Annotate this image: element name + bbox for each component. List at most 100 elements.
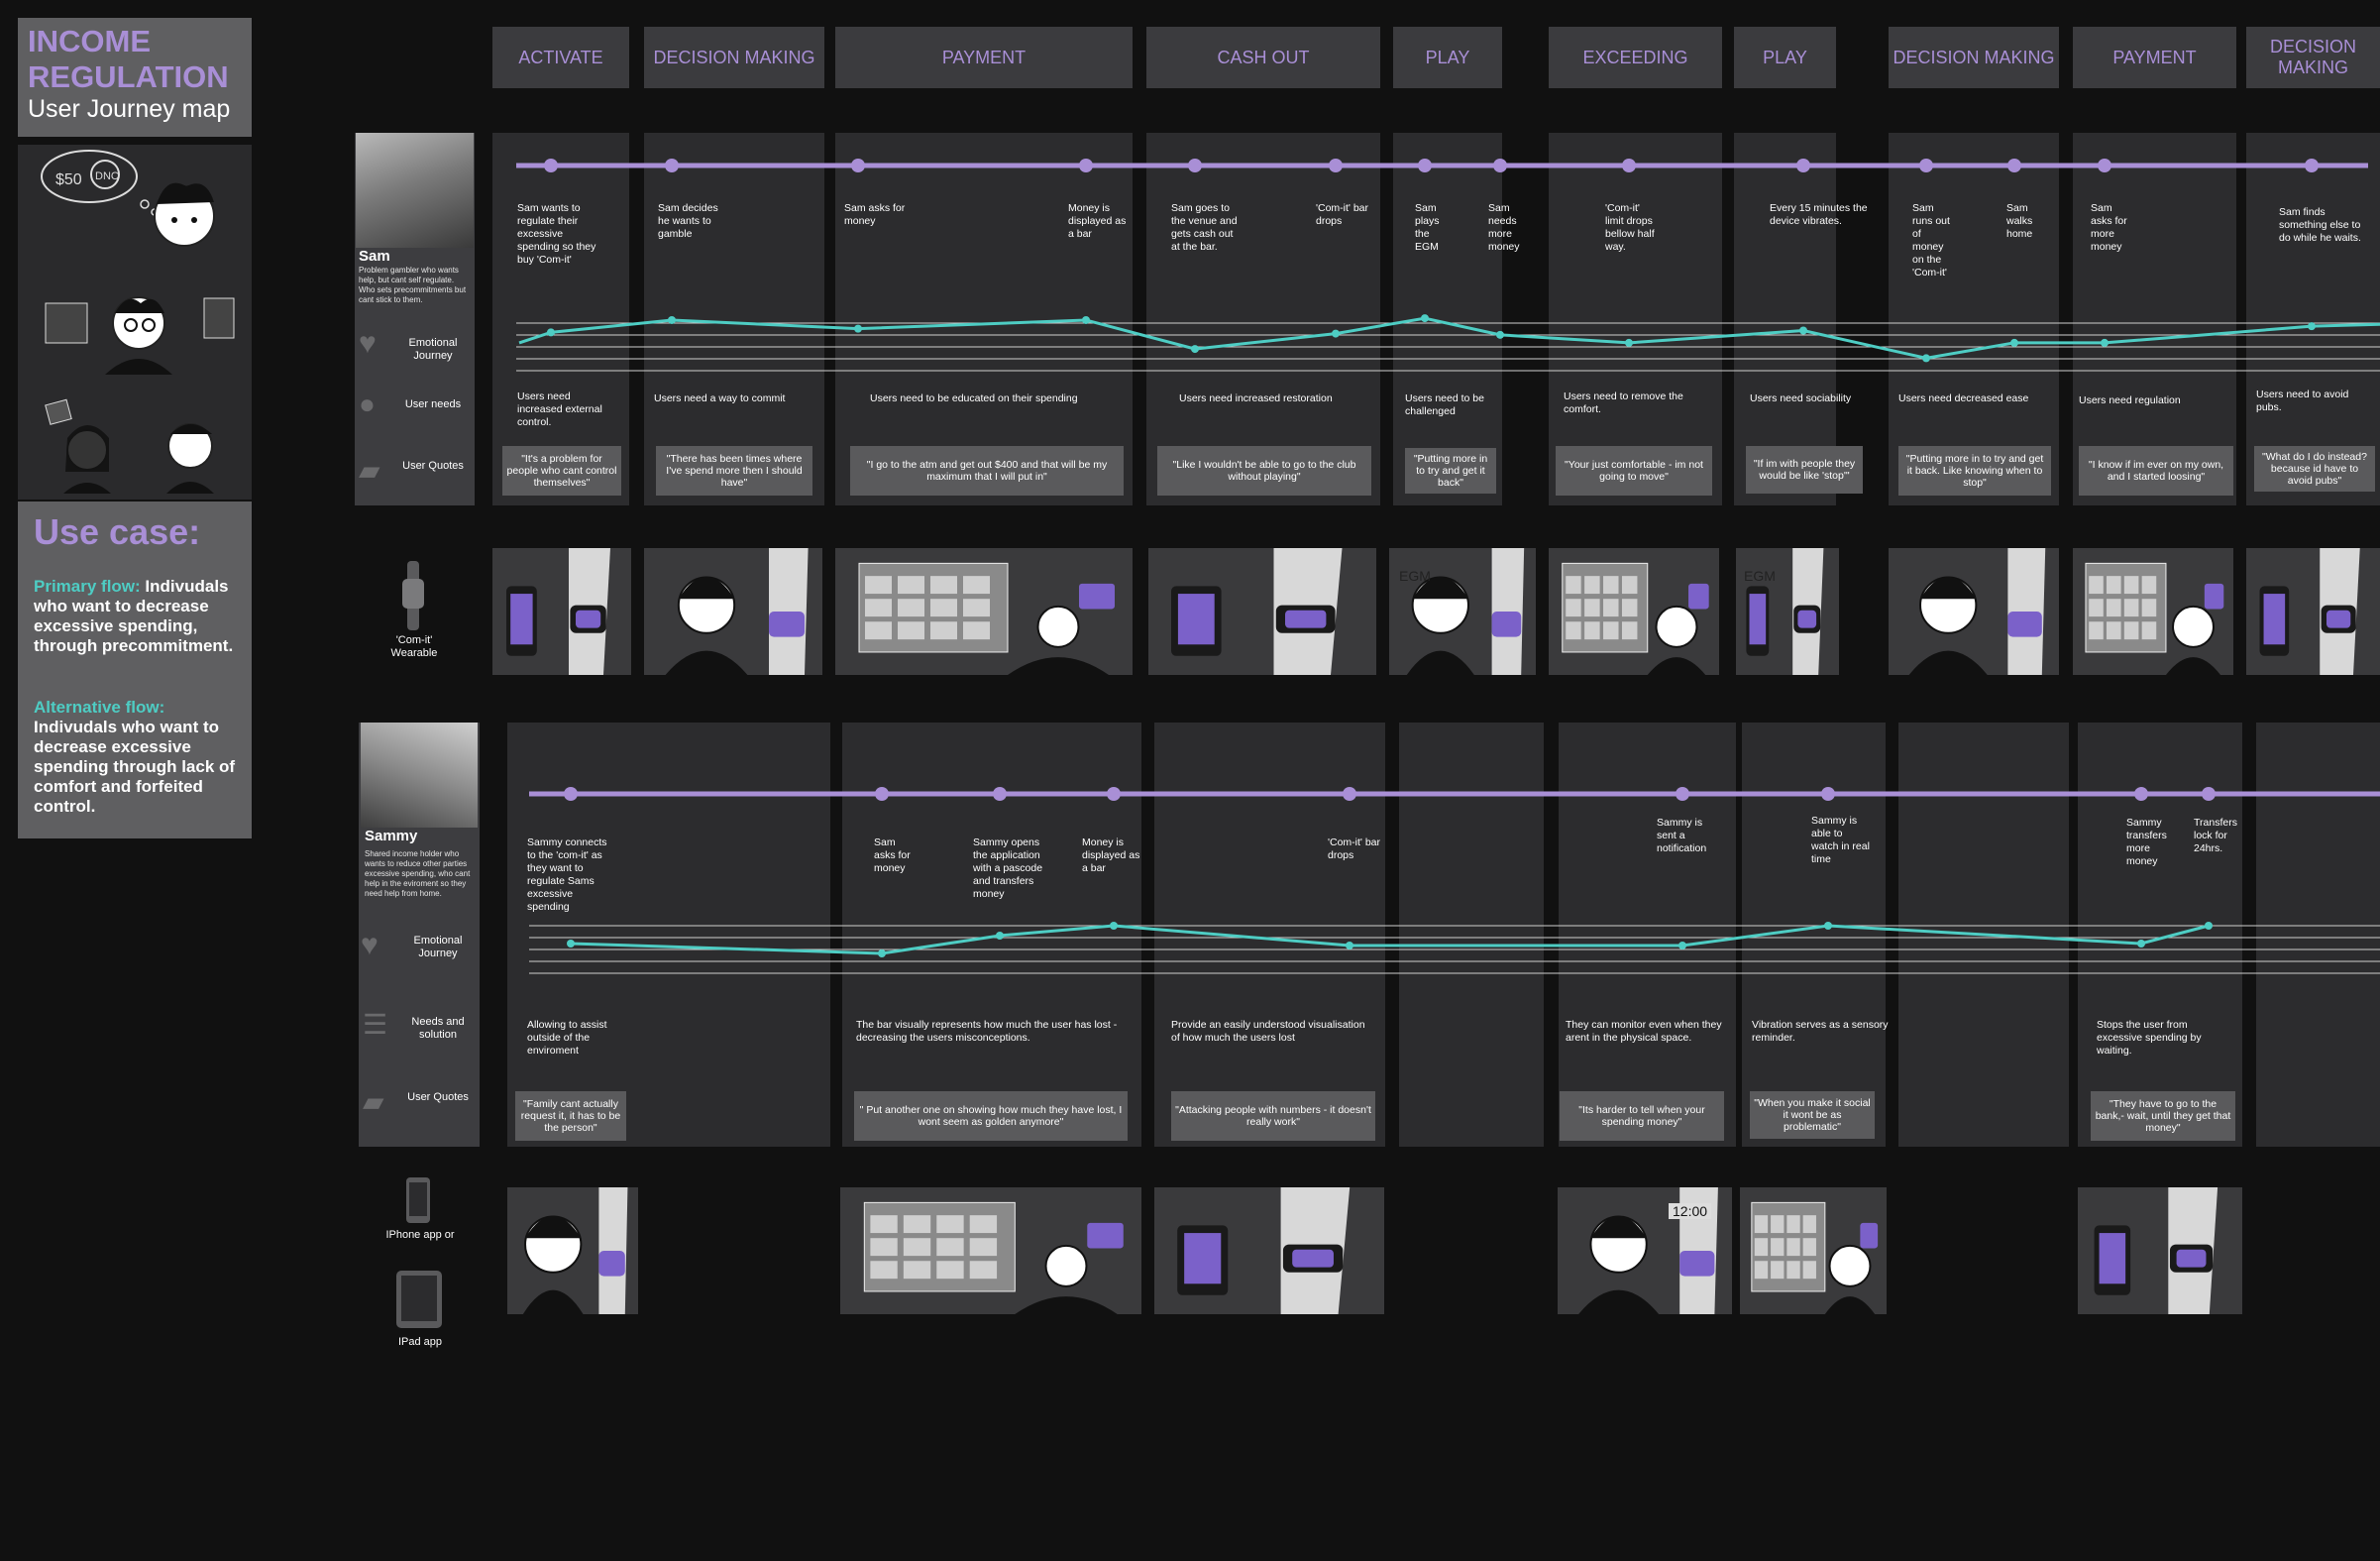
ipad-icon xyxy=(394,1271,446,1330)
storyboard-illustration xyxy=(858,562,1115,675)
speech-bubble-icon: ▰ xyxy=(363,1086,384,1117)
user-quote: "Its harder to tell when your spending m… xyxy=(1560,1091,1724,1141)
primary-flow-label: Primary flow: xyxy=(34,577,146,596)
emotion-point xyxy=(1332,329,1340,338)
user-needs-label: User needs xyxy=(404,398,462,410)
user-quote: "Family cant actually request it, it has… xyxy=(515,1091,626,1141)
storyboard-panel xyxy=(2246,548,2380,675)
phase-header: DECISION MAKING xyxy=(2246,27,2380,88)
user-quotes-label: User Quotes xyxy=(407,1091,469,1103)
timeline-dot xyxy=(665,159,679,172)
egm-label: EGM xyxy=(1399,568,1431,584)
timeline-dot xyxy=(1107,787,1121,801)
timeline-dot xyxy=(2007,159,2021,172)
emotion-point xyxy=(1110,922,1118,930)
storyboard-illustration xyxy=(506,548,610,675)
emotion-point xyxy=(1799,326,1807,335)
emotion-point xyxy=(2205,922,2213,930)
sam-photo xyxy=(356,133,474,248)
needs-solution-label: Needs and solution xyxy=(411,1016,465,1041)
journey-step: Sam asks for money xyxy=(874,836,911,874)
user-need: The bar visually represents how much the… xyxy=(856,1019,1118,1044)
journey-step: Sam asks for money xyxy=(844,202,906,227)
user-quote: "It's a problem for people who cant cont… xyxy=(502,446,621,496)
storyboard-illustration xyxy=(2085,562,2224,675)
user-quote: "Attacking people with numbers - it does… xyxy=(1171,1091,1375,1141)
emotion-point xyxy=(1082,315,1090,324)
phase-header: PLAY xyxy=(1393,27,1502,88)
timeline-dot xyxy=(1919,159,1933,172)
timeline-dot xyxy=(2098,159,2111,172)
emotion-point xyxy=(2010,338,2018,347)
storyboard-panel xyxy=(1736,548,1839,675)
user-need: Users need to be educated on their spend… xyxy=(870,392,1078,404)
persona-name: Sam xyxy=(359,248,390,265)
user-quote: "I know if im ever on my own, and I star… xyxy=(2079,446,2233,496)
phase-header: ACTIVATE xyxy=(492,27,629,88)
title-line-2: REGULATION xyxy=(28,59,229,94)
user-need: Stops the user from excessive spending b… xyxy=(2097,1019,2202,1057)
title-line-1: INCOME xyxy=(28,24,151,58)
timeline-dot xyxy=(1418,159,1432,172)
user-quote: "Putting more in to try and get it back" xyxy=(1405,448,1496,494)
timeline-dot xyxy=(993,787,1007,801)
phase-column xyxy=(492,133,629,505)
journey-step: Transfers lock for 24hrs. xyxy=(2194,817,2237,854)
journey-step: Sam runs out of money on the 'Com-it' xyxy=(1912,202,1950,279)
journey-step: Sam asks for more money xyxy=(2091,202,2127,253)
ipad-label: IPad app xyxy=(397,1336,443,1348)
user-quote: "Like I wouldn't be able to go to the cl… xyxy=(1157,446,1371,496)
storyboard-panel xyxy=(1389,548,1536,675)
emotion-point xyxy=(996,932,1004,940)
journey-step: Sam goes to the venue and gets cash out … xyxy=(1171,202,1238,253)
storyboard-illustration xyxy=(1171,548,1343,675)
phone-clock: 12:00 xyxy=(1669,1203,1712,1219)
timeline-dot xyxy=(2202,787,2216,801)
emotion-point xyxy=(2308,322,2316,331)
speech-bubble-icon: ▰ xyxy=(359,455,380,486)
timeline-dot xyxy=(1329,159,1343,172)
emotional-journey-label: Emotional Journey xyxy=(408,337,458,362)
user-quote: "Putting more in to try and get it back.… xyxy=(1898,446,2051,496)
storyboard-illustration xyxy=(1406,548,1525,675)
phase-column xyxy=(1146,133,1380,505)
storyboard-illustration xyxy=(2094,1187,2218,1314)
storyboard-illustration xyxy=(1751,1201,1879,1314)
journey-step: Sam plays the EGM xyxy=(1415,202,1440,253)
user-need: Users need regulation xyxy=(2079,394,2181,406)
emotion-point xyxy=(1922,354,1930,363)
timeline-dot xyxy=(1493,159,1507,172)
storyboard-panel xyxy=(2078,1187,2242,1314)
primary-flow: Primary flow: Indivudals who want to dec… xyxy=(34,577,242,656)
storyboard-panel xyxy=(2073,548,2233,675)
page-title: INCOME REGULATION xyxy=(28,24,229,95)
heart-icon: ♥ xyxy=(359,327,377,360)
user-quote: "When you make it social it wont be as p… xyxy=(1750,1091,1875,1139)
phase-column xyxy=(1549,133,1722,505)
journey-step: Sammy is able to watch in real time xyxy=(1811,815,1870,865)
timeline-dot xyxy=(1343,787,1356,801)
timeline-dot xyxy=(875,787,889,801)
timeline-dot xyxy=(1676,787,1689,801)
phase-header: PAYMENT xyxy=(2073,27,2236,88)
storyboard-illustration xyxy=(1746,548,1824,675)
storyboard-panel xyxy=(835,548,1133,675)
storyboard-illustration xyxy=(1578,1187,1718,1314)
storyboard-panel xyxy=(1549,548,1719,675)
iphone-icon xyxy=(404,1177,434,1225)
emotion-point xyxy=(567,940,575,948)
user-quote: "They have to go to the bank,- wait, unt… xyxy=(2091,1091,2235,1141)
alternative-flow-label: Alternative flow: xyxy=(34,698,165,717)
use-case-title: Use case: xyxy=(34,511,201,552)
timeline-dot xyxy=(851,159,865,172)
user-quotes-label: User Quotes xyxy=(402,460,464,472)
emotion-point xyxy=(547,328,555,337)
persona-sammy: Sammy Shared income holder who wants to … xyxy=(359,723,480,1147)
journey-step: Sammy is sent a notification xyxy=(1657,817,1707,854)
heart-icon: ♥ xyxy=(361,929,379,961)
journey-step: Money is displayed as a bar xyxy=(1082,836,1140,874)
title-box: INCOME REGULATION User Journey map xyxy=(18,18,252,137)
emotion-point xyxy=(1625,338,1633,347)
timeline-dot xyxy=(1079,159,1093,172)
user-quote: "If im with people they would be like 's… xyxy=(1746,446,1863,494)
